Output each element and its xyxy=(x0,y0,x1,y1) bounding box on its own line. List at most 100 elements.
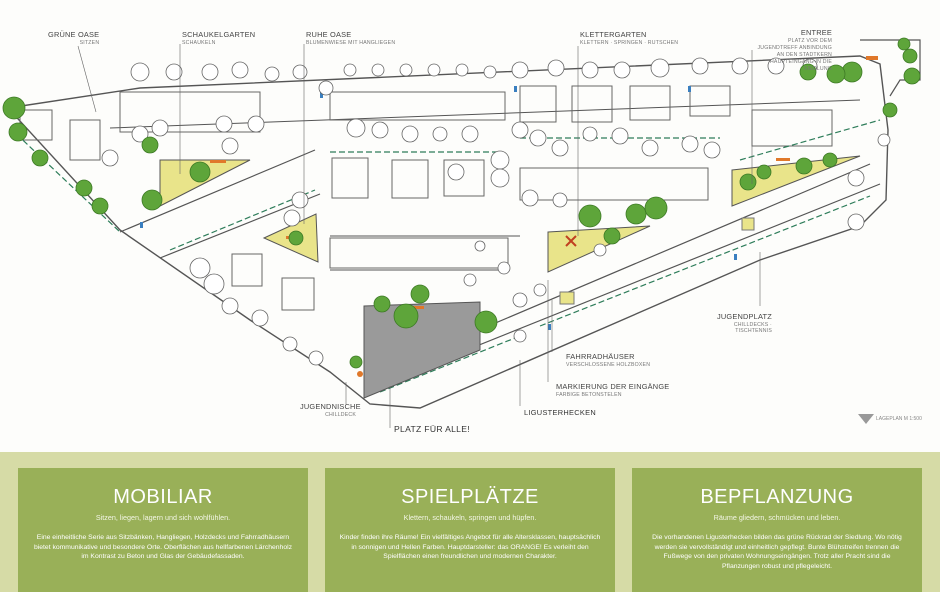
label-sub: FARBIGE BETONSTELEN xyxy=(556,392,622,398)
tree-icon xyxy=(822,152,838,168)
chilldeck-field xyxy=(559,291,575,305)
tree-icon xyxy=(490,150,510,170)
card-subtitle: Klettern, schaukeln, springen und hüpfen… xyxy=(403,513,537,522)
tree-icon xyxy=(349,355,363,369)
card-subtitle: Räume gliedern, schmücken und leben. xyxy=(713,513,841,522)
tree-icon xyxy=(625,203,647,225)
label-sub: CHILLDECK xyxy=(325,412,356,418)
tree-icon xyxy=(703,141,721,159)
tree-icon xyxy=(131,125,149,143)
tree-icon xyxy=(547,59,565,77)
tree-icon xyxy=(613,61,631,79)
tree-icon xyxy=(691,57,709,75)
label-markierung: MARKIERUNG DER EINGÄNGE FARBIGE BETONSTE… xyxy=(556,382,669,398)
tree-icon xyxy=(455,63,469,77)
label-jugendnische: JUGENDNISCHE CHILLDECK xyxy=(300,402,361,418)
label-title: FAHRRADHÄUSER xyxy=(566,352,635,361)
tree-icon xyxy=(497,261,511,275)
tree-icon xyxy=(603,227,621,245)
tree-icon xyxy=(371,63,385,77)
tree-icon xyxy=(101,149,119,167)
building-blocks xyxy=(19,85,833,311)
label-title: JUGENDPLATZ xyxy=(716,312,772,321)
tree-icon xyxy=(739,173,757,191)
tree-icon xyxy=(201,63,219,81)
road-center xyxy=(330,235,520,271)
tree-icon xyxy=(552,192,568,208)
tree-icon xyxy=(903,67,921,85)
card-title: SPIELPLÄTZE xyxy=(401,486,539,508)
schaukelgarten-lawn xyxy=(159,159,251,207)
tree-icon xyxy=(529,129,547,147)
tree-icon xyxy=(371,121,389,139)
tree-icon xyxy=(847,169,865,187)
tree-icon xyxy=(611,127,629,145)
tree-icon xyxy=(151,119,169,137)
tree-icon xyxy=(308,350,324,366)
tree-icon xyxy=(91,197,109,215)
tree-icon xyxy=(165,63,183,81)
tree-icon xyxy=(2,96,26,120)
tree-icon xyxy=(650,58,670,78)
label-sub: BLUMENWIESE MIT HANGLIEGEN xyxy=(306,40,396,46)
label-sub: VERSCHLOSSENE HOLZBOXEN xyxy=(566,362,651,368)
tree-icon xyxy=(247,115,265,133)
label-entree: ENTREE PLATZ VOR DEM JUGENDTREFF ANBINDU… xyxy=(752,28,832,73)
tree-icon xyxy=(288,230,304,246)
tree-icon xyxy=(483,65,497,79)
tree-icon xyxy=(551,139,569,157)
tree-icon xyxy=(644,196,668,220)
tree-icon xyxy=(221,137,239,155)
tree-icon xyxy=(130,62,150,82)
tree-icon xyxy=(31,149,49,167)
tree-icon xyxy=(795,157,813,175)
label-ruhe-oase: RUHE OASE BLUMENWIESE MIT HANGLIEGEN xyxy=(306,30,395,46)
tree-icon xyxy=(513,329,527,343)
label-sub: SITZEN xyxy=(79,40,100,46)
tree-icon xyxy=(203,273,225,295)
trees xyxy=(2,37,921,369)
tree-icon xyxy=(75,179,93,197)
tree-icon xyxy=(373,295,391,313)
tree-icon xyxy=(581,61,599,79)
tree-icon xyxy=(461,125,479,143)
label-schaukelgarten: SCHAUKELGARTEN SCHAUKELN xyxy=(182,30,255,46)
tree-icon xyxy=(427,63,441,77)
tree-icon xyxy=(410,284,430,304)
callout-ligusterhecken: LIGUSTERHECKEN xyxy=(524,408,596,417)
card-subtitle: Sitzen, liegen, lagern und sich wohlfühl… xyxy=(95,513,231,522)
callout-platz-fuer-alle: PLATZ FÜR ALLE! xyxy=(394,424,470,434)
tree-icon xyxy=(799,63,817,81)
label-sub: CHILLDECKS · TISCHTENNIS xyxy=(733,322,772,334)
tree-icon xyxy=(251,309,269,327)
tree-icon xyxy=(847,213,865,231)
card-mobiliar: MOBILIAR Sitzen, liegen, lagern und sich… xyxy=(18,468,308,592)
tree-icon xyxy=(593,243,607,257)
tree-icon xyxy=(877,133,891,147)
tree-icon xyxy=(512,292,528,308)
tree-icon xyxy=(141,136,159,154)
tree-icon xyxy=(189,161,211,183)
label-klettergarten: KLETTERGARTEN KLETTERN · SPRINGEN · RUTS… xyxy=(580,30,678,46)
bicycle-houses xyxy=(140,86,737,330)
tree-icon xyxy=(902,48,918,64)
tree-icon xyxy=(756,164,772,180)
label-sub: PLATZ VOR DEM JUGENDTREFF ANBINDUNG AN D… xyxy=(757,38,832,72)
label-title: JUGENDNISCHE xyxy=(300,402,361,411)
label-title: ENTREE xyxy=(800,28,832,37)
tree-icon xyxy=(474,240,486,252)
card-body: Eine einheitliche Serie aus Sitzbänken, … xyxy=(33,534,293,561)
label-title: KLETTERGARTEN xyxy=(580,30,647,39)
tree-icon xyxy=(578,204,602,228)
north-arrow-icon xyxy=(858,414,874,424)
tree-icon xyxy=(264,66,280,82)
tree-icon xyxy=(282,336,298,352)
tree-icon xyxy=(401,125,419,143)
tischtennis-field xyxy=(741,217,755,231)
label-gruene-oase: GRÜNE OASE SITZEN xyxy=(48,30,99,46)
card-spielplaetze: SPIELPLÄTZE Klettern, schaukeln, springe… xyxy=(325,468,615,592)
label-title: MARKIERUNG DER EINGÄNGE xyxy=(556,382,670,391)
scale-label: LAGEPLAN M 1:500 xyxy=(876,416,922,422)
card-bepflanzung: BEPFLANZUNG Räume gliedern, schmücken un… xyxy=(632,468,922,592)
tree-icon xyxy=(511,121,529,139)
